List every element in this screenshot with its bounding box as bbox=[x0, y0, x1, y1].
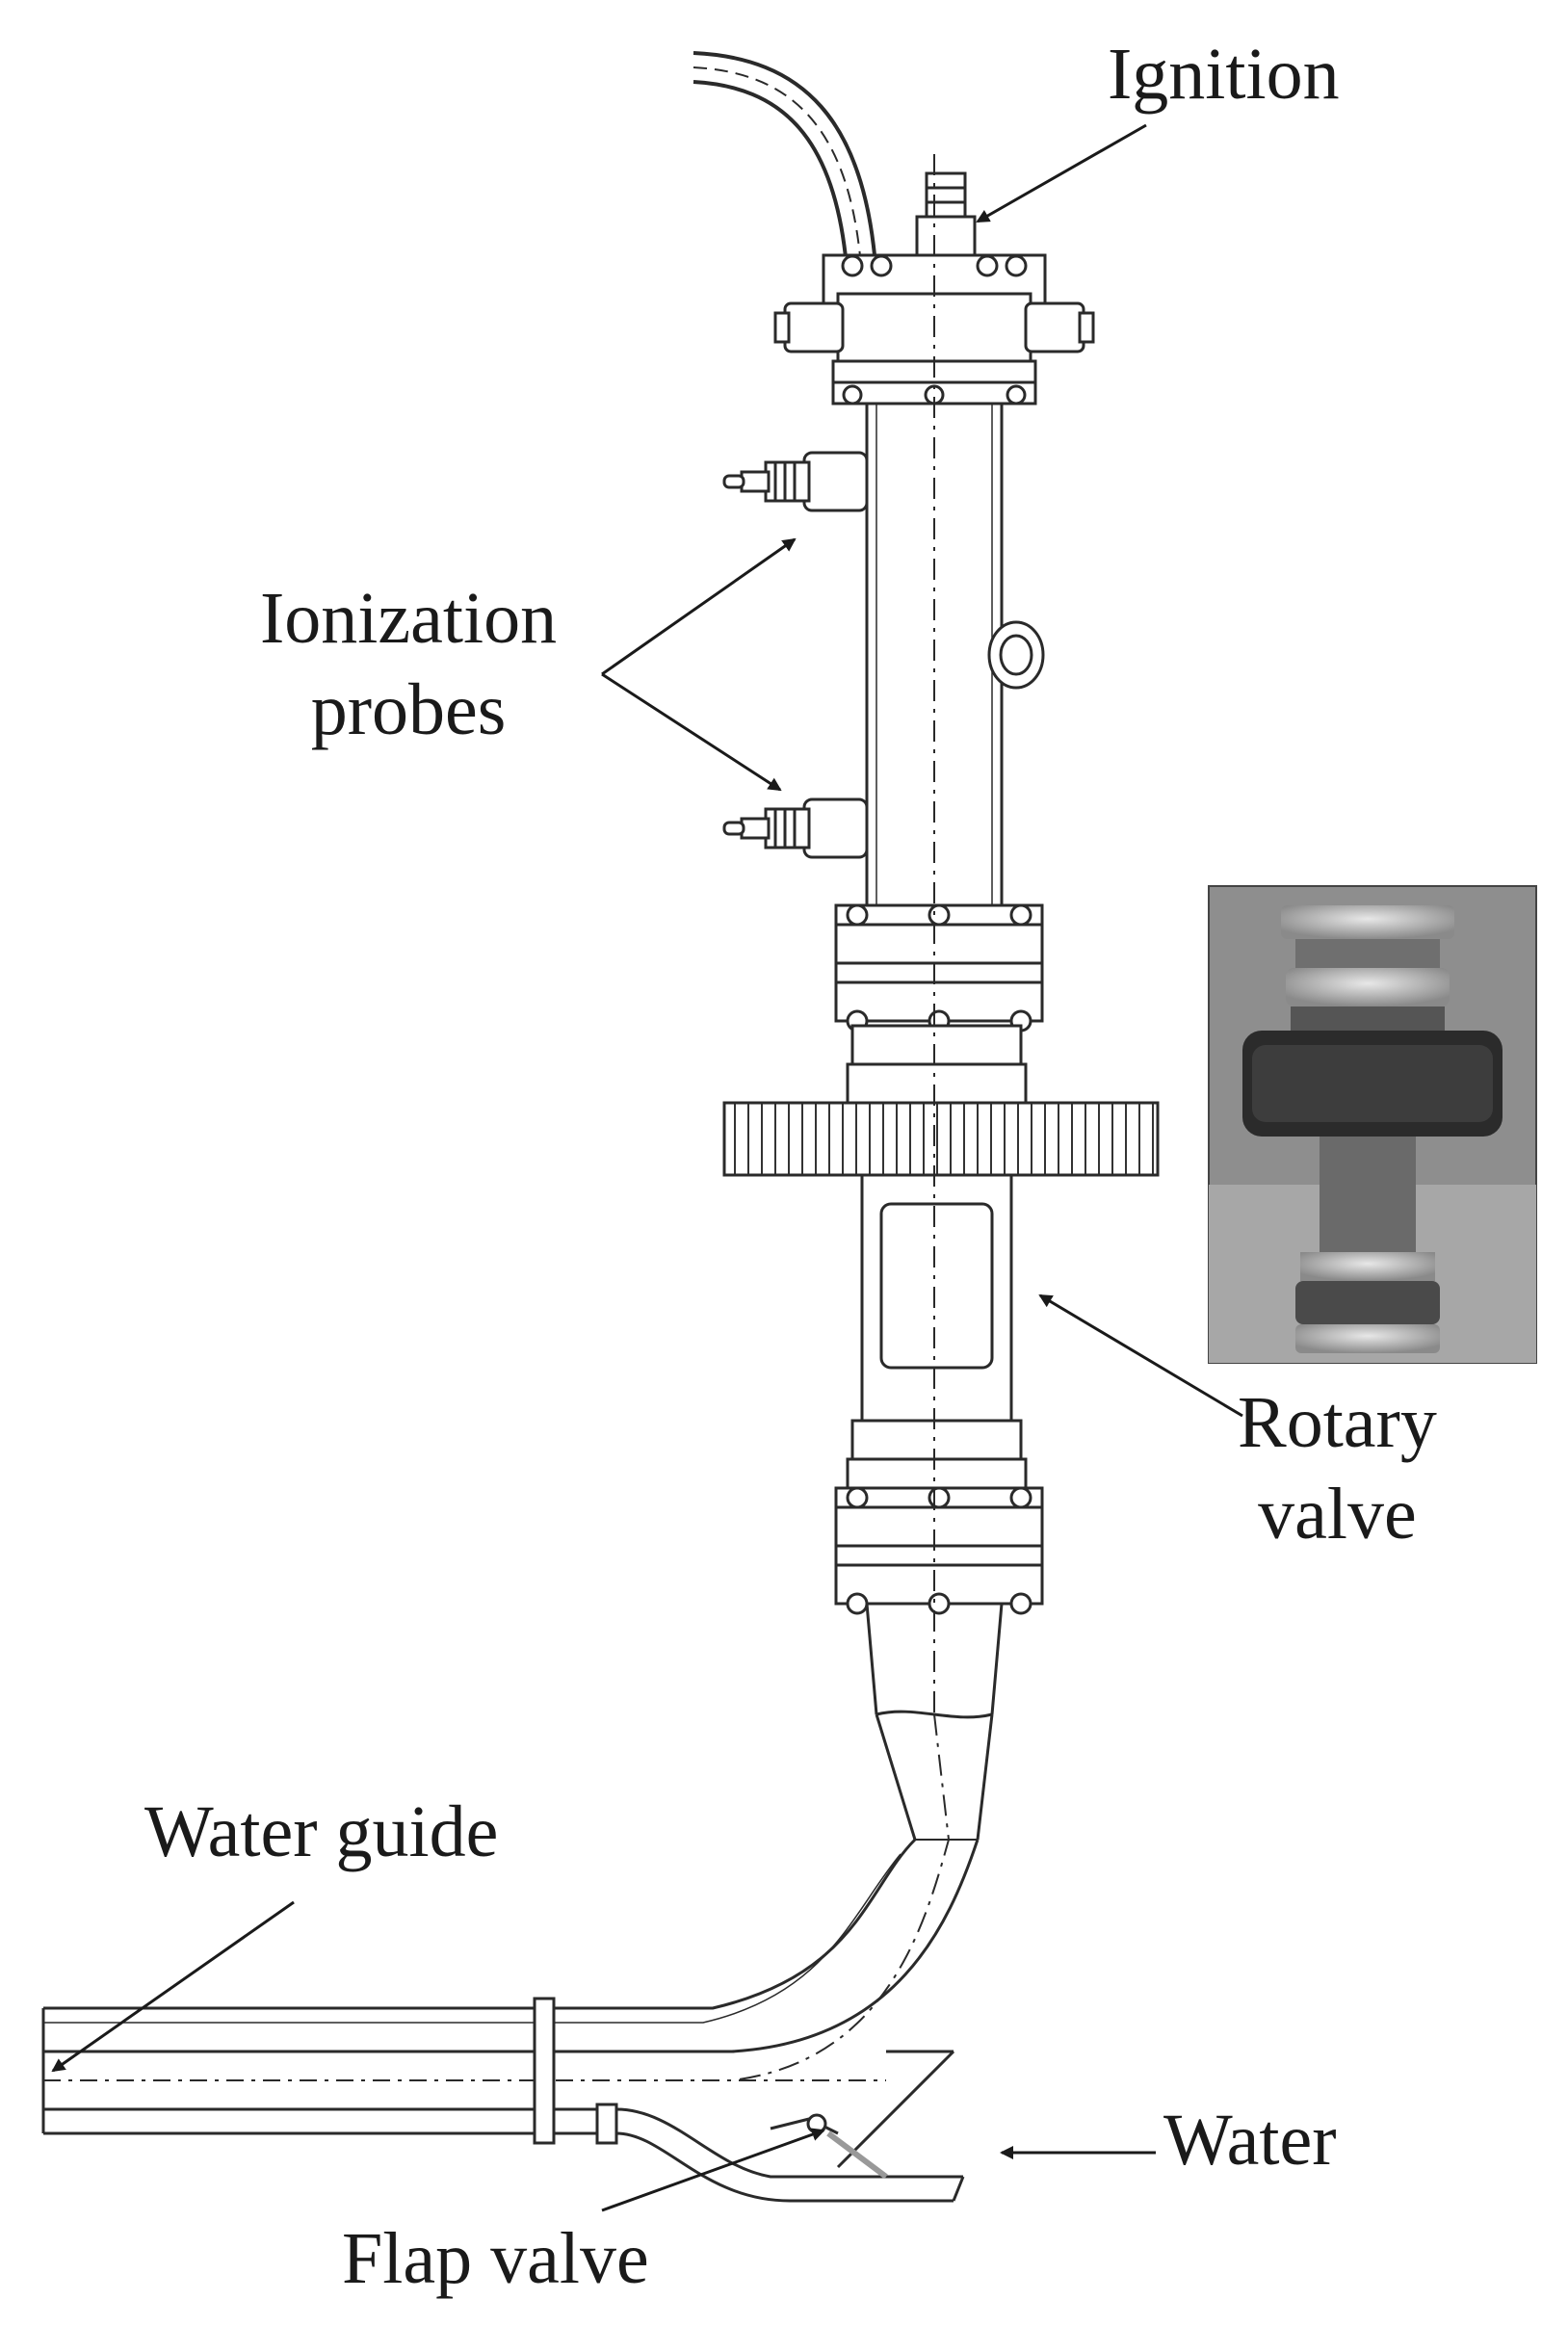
flange-lower bbox=[834, 1486, 1044, 1615]
ignition-cable bbox=[693, 51, 878, 280]
gear bbox=[722, 1101, 1160, 1177]
rotary-valve-photo bbox=[1208, 885, 1537, 1364]
flap-valve-inlet bbox=[615, 2050, 965, 2203]
water-label: Water bbox=[1163, 2100, 1337, 2181]
ionization-probes-label: Ionization probes bbox=[260, 573, 557, 756]
ionization-probes-label-line1: Ionization bbox=[260, 578, 558, 659]
ionization-probe-lower bbox=[722, 797, 869, 859]
rotary-valve-label: Rotary valve bbox=[1238, 1377, 1437, 1560]
water-guide-arrow bbox=[51, 1900, 295, 2073]
flange-upper bbox=[834, 903, 1044, 1032]
ignition-arrow bbox=[976, 123, 1147, 223]
ionization-probes-label-line2: probes bbox=[310, 669, 507, 750]
rotary-arrow bbox=[1038, 1294, 1243, 1418]
probe-arrow-lower bbox=[601, 672, 782, 792]
flap-arrow bbox=[601, 2128, 825, 2212]
center-line-bend bbox=[731, 1713, 951, 2081]
ignition-plug bbox=[915, 171, 977, 257]
water-guide-pipe bbox=[41, 1838, 980, 2145]
side-port bbox=[987, 620, 1045, 690]
flap-valve-label: Flap valve bbox=[342, 2218, 649, 2299]
ionization-probe-upper bbox=[722, 451, 869, 512]
rotary-valve-body bbox=[846, 1024, 1028, 1490]
rotary-valve-label-line1: Rotary bbox=[1238, 1382, 1437, 1463]
probe-arrow-upper bbox=[601, 537, 797, 676]
water-guide-label: Water guide bbox=[144, 1791, 499, 1872]
ignition-label: Ignition bbox=[1108, 34, 1340, 115]
rotary-valve-label-line2: valve bbox=[1258, 1474, 1417, 1555]
